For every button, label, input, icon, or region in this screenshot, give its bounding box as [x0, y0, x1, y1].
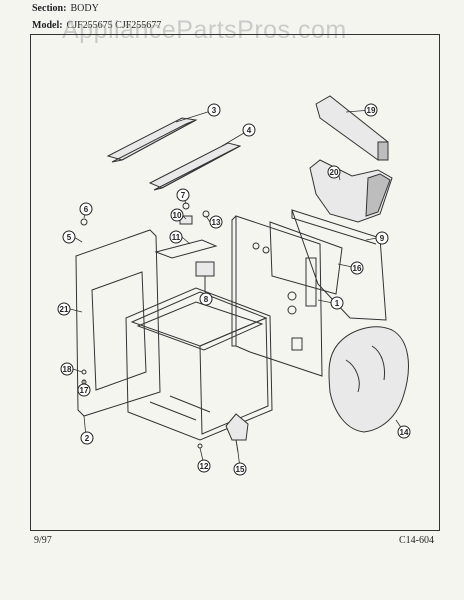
callout-4: 4: [242, 123, 256, 137]
part-bracket: [154, 239, 218, 259]
callout-1: 1: [330, 296, 344, 310]
part-duct: [309, 159, 393, 223]
callout-17-label: 17: [80, 386, 89, 395]
callout-12-label: 12: [200, 462, 209, 471]
model-value: CJF255675 CJF255677: [66, 20, 162, 31]
callout-8: 8: [199, 292, 213, 306]
part-wrap-panel: [269, 221, 343, 295]
section-heading: Section:BODY: [32, 3, 99, 14]
callout-10: 10: [170, 208, 184, 222]
callout-2-label: 2: [85, 434, 90, 443]
watermark: AppliancePartsPros.com: [62, 16, 347, 44]
callout-5: 5: [62, 230, 76, 244]
callout-19: 19: [364, 103, 378, 117]
callout-7: 7: [176, 188, 190, 202]
callout-2: 2: [80, 431, 94, 445]
callout-19-label: 19: [367, 106, 376, 115]
callout-3-label: 3: [212, 106, 217, 115]
callout-16-label: 16: [353, 264, 362, 273]
callout-12: 12: [197, 459, 211, 473]
callout-4-label: 4: [247, 126, 252, 135]
part-side-panel: [231, 215, 323, 377]
callout-6-label: 6: [84, 205, 89, 214]
diagram-frame: [30, 34, 440, 531]
callout-13: 13: [209, 215, 223, 229]
callout-18: 18: [60, 362, 74, 376]
revision-date: 9/97: [34, 535, 52, 546]
part-front-frame: [75, 229, 161, 417]
section-label: Section:: [32, 3, 67, 14]
section-value: BODY: [70, 3, 99, 14]
part-back-panel: [291, 209, 387, 321]
callout-21: 21: [57, 302, 71, 316]
callout-17: 17: [77, 383, 91, 397]
callout-11-label: 11: [172, 233, 181, 242]
part-oven-cavity: [125, 287, 273, 441]
callout-3: 3: [207, 103, 221, 117]
diagram-code: C14-604: [399, 535, 434, 546]
part-top-strip: [106, 117, 198, 163]
callout-13-label: 13: [212, 218, 221, 227]
callout-1-label: 1: [335, 299, 340, 308]
callout-15: 15: [233, 462, 247, 476]
callout-18-label: 18: [63, 365, 72, 374]
callout-6: 6: [79, 202, 93, 216]
part-angle-strip: [148, 142, 242, 191]
callout-11: 11: [169, 230, 183, 244]
part-insulation: [328, 326, 409, 433]
callout-16: 16: [350, 261, 364, 275]
callout-20-label: 20: [330, 168, 339, 177]
callout-5-label: 5: [67, 233, 72, 242]
callout-14: 14: [397, 425, 411, 439]
callout-7-label: 7: [181, 191, 186, 200]
callout-8-label: 8: [204, 295, 209, 304]
part-vent-channel: [315, 95, 389, 161]
callout-10-label: 10: [173, 211, 182, 220]
model-heading: Model:CJF255675 CJF255677: [32, 20, 161, 31]
callout-20: 20: [327, 165, 341, 179]
callout-21-label: 21: [60, 305, 69, 314]
callout-14-label: 14: [400, 428, 409, 437]
part-hinge: [225, 413, 249, 453]
part-latch: [195, 261, 215, 292]
callout-9-label: 9: [380, 234, 385, 243]
callout-9: 9: [375, 231, 389, 245]
model-label: Model:: [32, 20, 63, 31]
callout-15-label: 15: [236, 465, 245, 474]
